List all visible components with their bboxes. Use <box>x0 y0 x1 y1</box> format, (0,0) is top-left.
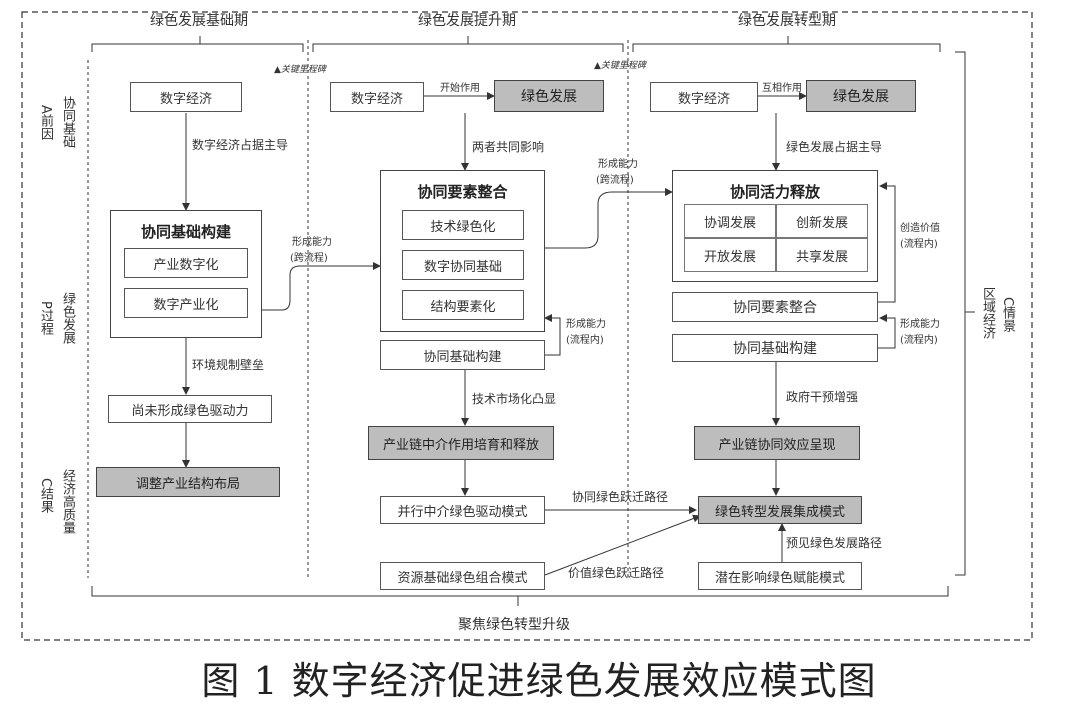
c3-value-b: (流程内) <box>900 239 938 250</box>
c1-adjust-structure: 调整产业结构布局 <box>96 467 280 497</box>
label-regional-economy: 区域经济 <box>980 287 995 339</box>
phase-2-title: 绿色发展提升期 <box>418 13 516 29</box>
c1-digital-industry: 数字产业化 <box>124 288 248 318</box>
c3-value-a: 创造价值 <box>900 223 940 234</box>
c2-label-market: 技术市场化凸显 <box>472 392 557 406</box>
c1-label-env-reg: 环境规制壁垒 <box>192 358 265 372</box>
c3-cap-in-b: (流程内) <box>900 335 938 346</box>
phase-bracket-1 <box>91 43 304 52</box>
outer-frame <box>21 11 1033 641</box>
c3-open: 开放发展 <box>684 238 776 272</box>
c3-foundation: 协同基础构建 <box>672 334 878 362</box>
c1-cap-cross-a: 形成能力 <box>292 237 332 248</box>
arrow-c2-to-c3 <box>545 188 673 249</box>
c3-integration: 协同要素整合 <box>672 292 878 322</box>
bottom-label: 聚焦绿色转型升级 <box>458 617 570 633</box>
label-c-scenario: C情景 <box>1000 297 1015 333</box>
c2-resource-mode: 资源基础绿色组合模式 <box>380 562 545 590</box>
label-a-antecedent: A前因 <box>38 104 53 140</box>
phase-3-title: 绿色发展转型期 <box>738 13 836 29</box>
c2-cap-cross-b: (跨流程) <box>596 175 634 186</box>
c3-release-title: 协同活力释放 <box>729 183 820 201</box>
path-coop-label: 协同绿色跃迁路径 <box>572 490 669 504</box>
c1-label-dominates: 数字经济占据主导 <box>192 138 289 152</box>
c1-not-formed: 尚未形成绿色驱动力 <box>108 395 272 423</box>
milestone-2-label: 关键里程碑 <box>600 61 646 71</box>
milestone-1: ▲关键里程碑 <box>274 65 326 75</box>
c3-green-dev: 绿色发展 <box>806 80 916 112</box>
phase-bracket-2 <box>312 43 624 52</box>
right-bracket <box>955 51 966 576</box>
c2-label-joint: 两者共同影响 <box>472 140 545 154</box>
c3-share: 共享发展 <box>776 238 868 272</box>
c2-parallel-mode: 并行中介绿色驱动模式 <box>380 496 545 524</box>
label-p-green-dev: 绿色发展 <box>60 292 75 344</box>
c2-foundation: 协同基础构建 <box>380 340 545 370</box>
c2-digital-economy: 数字经济 <box>330 82 424 112</box>
phase-1-title: 绿色发展基础期 <box>150 13 248 29</box>
milestone-2: ▲关键里程碑 <box>594 61 646 71</box>
arrow-c1-to-c2 <box>262 262 381 311</box>
arrow-c3-value-loop <box>878 182 896 303</box>
c2-cap-in-a: 形成能力 <box>566 319 606 330</box>
milestone-1-label: 关键里程碑 <box>280 65 326 75</box>
c1-industry-digital: 产业数字化 <box>124 248 248 278</box>
c3-transform-mode: 绿色转型发展集成模式 <box>698 496 862 524</box>
c3-latent-mode: 潜在影响绿色赋能模式 <box>698 562 862 590</box>
label-c-result: C结果 <box>38 478 53 514</box>
label-a-coop-base: 协同基础 <box>60 96 75 148</box>
c3-chain-effect: 产业链协同效应呈现 <box>694 426 860 460</box>
bottom-bracket <box>91 586 949 597</box>
c3-label-green-dominates: 绿色发展占据主导 <box>786 140 883 154</box>
c1-digital-economy: 数字经济 <box>130 82 242 112</box>
c2-chain-mediation: 产业链中介作用培育和释放 <box>368 426 554 460</box>
figure-caption: 图 1 数字经济促进绿色发展效应模式图 <box>201 659 877 703</box>
label-p-process: P过程 <box>38 301 53 335</box>
c2-integration-title: 协同要素整合 <box>417 183 508 201</box>
c3-coord: 协调发展 <box>684 204 776 238</box>
c1-cap-cross-b: (跨流程) <box>290 253 328 264</box>
label-c-high-quality: 经济高质量 <box>60 468 75 534</box>
c3-digital-economy: 数字经济 <box>650 82 758 112</box>
c1-foundation-title: 协同基础构建 <box>140 223 231 241</box>
arrow-c2-resource-to-transform <box>544 514 701 576</box>
c3-cap-in-a: 形成能力 <box>900 319 940 330</box>
c3-label-mutual: 互相作用 <box>762 83 802 94</box>
path-foresee-label: 预见绿色发展路径 <box>786 536 883 550</box>
arrow-c2-foundation-loop <box>544 314 561 356</box>
c3-innov: 创新发展 <box>776 204 868 238</box>
c2-tech-green: 技术绿色化 <box>402 210 524 240</box>
c2-green-dev: 绿色发展 <box>494 80 604 112</box>
c2-label-start: 开始作用 <box>440 83 480 94</box>
c2-digital-coop: 数字协同基础 <box>402 250 524 280</box>
c2-cap-cross-a: 形成能力 <box>598 159 638 170</box>
c2-struct-elem: 结构要素化 <box>402 290 524 320</box>
phase-bracket-3 <box>632 43 941 52</box>
c2-cap-in-b: (流程内) <box>566 335 604 346</box>
c3-label-gov: 政府干预增强 <box>786 390 859 404</box>
path-value-label: 价值绿色跃迁路径 <box>568 566 665 580</box>
arrow-c3-foundation-loop <box>878 314 896 349</box>
